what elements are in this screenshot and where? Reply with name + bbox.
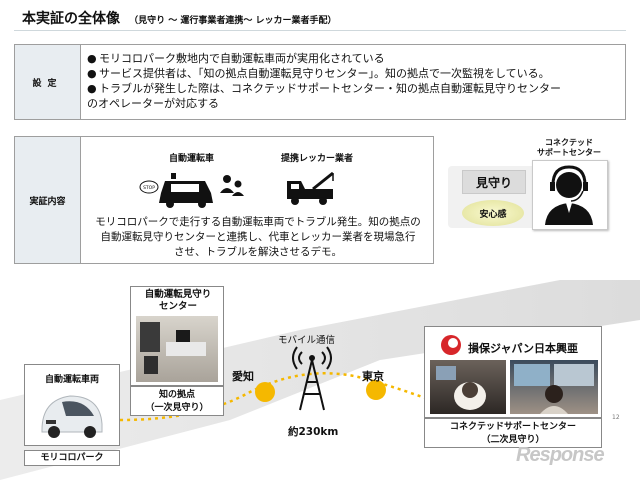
relief-badge: 安心感 [462,200,524,226]
demo-text-line: モリコロパークで走行する自動運転車両でトラブル発生。知の拠点の [95,216,421,228]
bullet-text: サービス提供者は、「知の拠点自動運転見守りセンター」。知の拠点で一次監視をしてい… [99,67,550,80]
tow-caption: 提携レッカー業者 [281,154,354,164]
tokyo-dot [366,380,386,400]
monitoring-label: 見守り [462,170,526,194]
support-center-label: コネクテッドサポートセンター （二次見守り） [424,418,602,448]
watch-center-photo [136,316,218,382]
tokyo-label: 東京 [362,370,384,383]
setting-panel: 設定 ● モリコロパーク敷地内で自動運転車両が実用化されている ● サービス提供… [14,44,626,120]
watch-center-title-line: センター [158,301,197,312]
demo-description: モリコロパークで走行する自動運転車両でトラブル発生。知の拠点の 自動運転見守りセ… [81,215,435,260]
bullet-text-continued: のオペレーターが対応する [87,97,219,110]
demo-label: 実証内容 [15,137,81,263]
autonomous-vehicle-image [41,395,103,438]
setting-bullet: ● モリコロパーク敷地内で自動運転車両が実用化されている [87,51,622,66]
support-title-line: サポートセンター [537,148,601,157]
support-center-label-line: コネクテッドサポートセンター [449,422,576,432]
title-main: 本実証の全体像 [22,11,120,27]
setting-bullet: ● トラブルが発生した際は、コネクテッドサポートセンター・知の拠点自動運転見守り… [87,81,622,96]
watch-center-title-line: 自動運転見守り [144,289,212,300]
support-center-title: コネクテッド サポートセンター [530,138,608,158]
sompo-name: 損保ジャパン日本興亜 [468,342,578,355]
setting-label: 設定 [15,45,81,119]
setting-bullet: ● サービス提供者は、「知の拠点自動運転見守りセンター」。知の拠点で一次監視をし… [87,66,622,81]
car-icon: STOP [139,173,244,208]
support-center-card [532,160,608,230]
title-divider [14,30,626,31]
distance-label: 約230km [288,426,339,438]
operator-icon [545,165,593,225]
demo-text-line: させ、トラブルを解決させるデモ。 [174,246,342,258]
support-room-photo [430,360,506,414]
stop-sign-text: STOP [143,185,155,191]
vehicle-title: 自動運転車両 [44,375,99,385]
operator-photo [510,360,598,414]
demo-text-line: 自動運転見守りセンターと連携し、代車とレッカー業者を現場急行 [100,231,416,243]
tow-truck-icon [287,171,334,205]
mobile-comm-label: モバイル通信 [278,335,336,346]
bullet-dot-icon: ● [87,67,97,80]
moricoro-label: モリコロパーク [24,450,120,466]
demo-panel: 実証内容 自動運転車 提携レッカー業者 STOP モリコロパークで走行する自動運… [14,136,434,264]
base-label: 知の拠点 （一次見守り） [130,386,224,416]
bullet-dot-icon: ● [87,52,97,65]
support-title-line: コネクテッド [545,138,593,147]
person-icon [220,175,244,196]
bullet-text: トラブルが発生した際は、コネクテッドサポートセンター・知の拠点自動運転見守りセン… [99,82,561,95]
response-watermark: Response [516,444,605,466]
title-sub: （見守り ～ 運行事業者連携～ レッカー業者手配） [129,16,337,26]
vehicle-caption: 自動運転車 [169,154,215,164]
bullet-text: モリコロパーク敷地内で自動運転車両が実用化されている [99,52,385,65]
base-label-line: （一次見守り） [145,403,209,413]
sompo-logo-icon [441,335,461,355]
bullet-dot-icon: ● [87,82,97,95]
base-label-line: 知の拠点 [158,390,195,400]
page-number: 12 [612,414,620,421]
watch-center-title: 自動運転見守り センター [134,289,222,313]
aichi-label: 愛知 [232,370,254,383]
aichi-dot [255,382,275,402]
antenna-icon [292,346,332,411]
page-title: 本実証の全体像 （見守り ～ 運行事業者連携～ レッカー業者手配） [22,8,337,28]
support-center-label-line: （二次見守り） [481,435,545,445]
setting-bullets: ● モリコロパーク敷地内で自動運転車両が実用化されている ● サービス提供者は、… [87,51,622,111]
